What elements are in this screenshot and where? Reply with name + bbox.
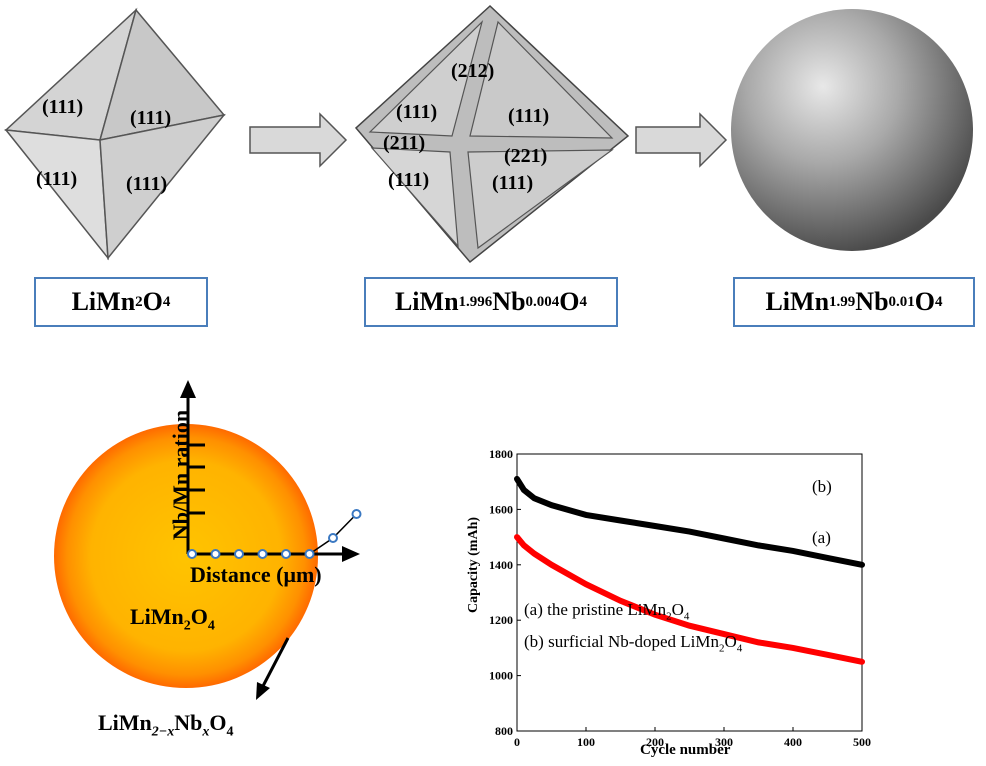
shell-arrowhead	[256, 682, 270, 700]
facet-label: (111)	[508, 105, 550, 127]
sphere-limn199nb001o4	[731, 9, 973, 251]
profile-point	[304, 549, 315, 559]
profile-point	[210, 549, 221, 559]
series-tag-a: (a)	[812, 528, 831, 547]
profile-point	[234, 549, 244, 559]
series-line-a	[514, 534, 865, 665]
facet-label: (111)	[36, 168, 78, 190]
y-tick-label: 800	[495, 724, 513, 738]
y-tick-label: 1400	[489, 558, 513, 572]
profile-point	[281, 549, 291, 559]
plot-frame	[516, 453, 863, 732]
profile-point	[328, 533, 338, 543]
y-tick-label: 1600	[489, 502, 513, 516]
y-axis-ticks	[188, 443, 205, 515]
x-tick-label: 500	[853, 735, 871, 749]
facet-label: (212)	[451, 60, 495, 82]
x-tick-label: 200	[646, 735, 664, 749]
y-axis-arrowhead	[180, 380, 196, 398]
right-arrow-2	[635, 112, 728, 168]
particle-diagram	[54, 380, 362, 700]
series-tag-b: (b)	[812, 477, 832, 496]
series-line-b	[514, 475, 865, 568]
capacity-chart: 800 1000 1200 1400 1600 1800 0 100 200 300 400 500	[489, 447, 871, 749]
core-label: LiMn2O4	[130, 604, 215, 634]
x-tick-label: 0	[514, 735, 520, 749]
facet-label: (111)	[388, 169, 430, 191]
nb-profile-line	[187, 509, 362, 559]
x-axis-arrowhead	[342, 546, 360, 562]
y-tick-label: 1000	[489, 669, 513, 683]
y-tick-label: 1800	[489, 447, 513, 461]
chart-y-axis-label: Capacity (mAh)	[466, 516, 481, 614]
profile-point	[257, 549, 268, 559]
profile-point	[187, 549, 197, 559]
particle-circle	[54, 424, 318, 688]
profile-point	[351, 509, 362, 519]
y-tick-label: 1200	[489, 613, 513, 627]
legend-entry-a: (a) the pristine LiMn2O4	[524, 600, 690, 623]
facet-label: (111)	[492, 172, 534, 194]
facet-label: (111)	[396, 101, 438, 123]
octahedron-nb-doped	[354, 4, 630, 264]
chart-x-axis-label: Cycle number	[640, 742, 731, 758]
facet-label: (111)	[130, 107, 172, 129]
x-tick-label: 300	[715, 735, 733, 749]
right-arrow-1	[249, 112, 348, 168]
y-axis-label-nb-mn: Nb/Mn ration	[168, 409, 193, 541]
x-tick-label: 100	[577, 735, 595, 749]
facet-label: (221)	[504, 145, 548, 167]
shell-label: LiMn2−xNbxO4	[98, 710, 234, 740]
legend-entry-b: (b) surficial Nb-doped LiMn2O4	[524, 632, 743, 655]
x-axis-label-distance: Distance (μm)	[190, 562, 322, 587]
facet-label: (111)	[126, 173, 168, 195]
x-tick-label: 400	[784, 735, 802, 749]
octahedron-limn2o4	[4, 7, 226, 261]
facet-label: (111)	[42, 96, 84, 118]
top-row-diagram	[4, 4, 973, 264]
facet-label: (211)	[383, 132, 426, 154]
